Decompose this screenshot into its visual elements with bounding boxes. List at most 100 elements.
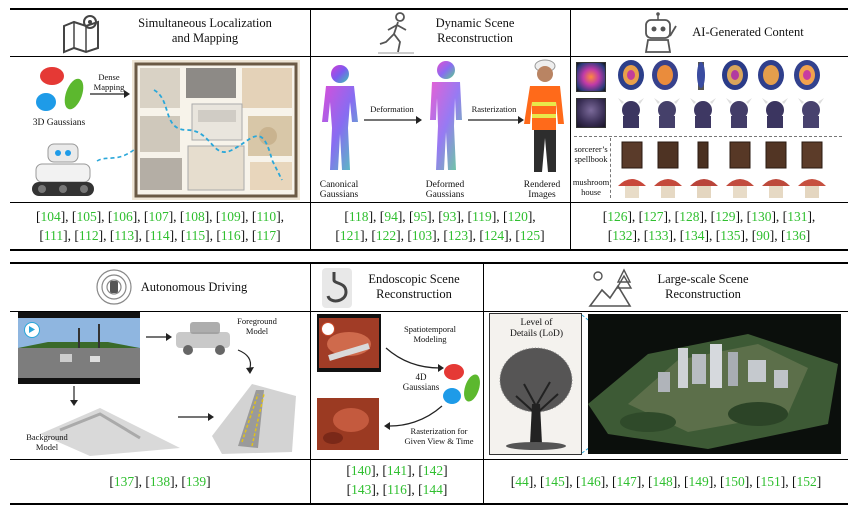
dynamic-title: Dynamic Scene Reconstruction — [435, 16, 515, 45]
ref-link[interactable]: 133 — [648, 228, 669, 243]
ref-link[interactable]: 109 — [220, 209, 241, 224]
slam-refs: [104], [105], [106], [107], [108], [109]… — [12, 207, 308, 245]
ref-link[interactable]: 137 — [113, 474, 135, 489]
city-scene-image — [588, 314, 841, 454]
ref-link[interactable]: 90 — [756, 228, 770, 243]
ref-link[interactable]: 119 — [472, 209, 492, 224]
ref-link[interactable]: 146 — [580, 474, 601, 489]
slam-path-arrow — [96, 148, 136, 162]
walking-person-icon — [378, 12, 414, 54]
ref-link[interactable]: 128 — [679, 209, 700, 224]
background-pointcloud — [40, 408, 180, 456]
slam-dense-label: Dense Mapping — [93, 72, 125, 92]
ref-link[interactable]: 138 — [149, 474, 171, 489]
deformation-arrow — [364, 116, 422, 124]
ref-link[interactable]: 151 — [760, 474, 781, 489]
ref-link[interactable]: 114 — [149, 228, 170, 243]
portal-renders — [618, 60, 820, 90]
deformation-label: Deformation — [370, 104, 414, 114]
ref-link[interactable]: 136 — [785, 228, 806, 243]
ref-link[interactable]: 145 — [544, 474, 565, 489]
slam-refs-line1: [104], [105], [106], [107], [108], [109]… — [35, 209, 285, 224]
ref-link[interactable]: 106 — [112, 209, 133, 224]
ref-link[interactable]: 142 — [422, 463, 444, 478]
deformed-gaussians-figure — [430, 61, 462, 170]
ref-link[interactable]: 131 — [787, 209, 808, 224]
ref-link[interactable]: 141 — [386, 463, 408, 478]
ref-link[interactable]: 152 — [796, 474, 817, 489]
ref-link[interactable]: 116 — [387, 482, 407, 497]
aigc-dashed-vertical — [610, 138, 611, 198]
ref-link[interactable]: 108 — [184, 209, 205, 224]
robot-artist-icon — [644, 12, 677, 53]
ref-link[interactable]: 140 — [350, 463, 372, 478]
merged-scene-pointcloud — [212, 384, 296, 454]
slam-gaussians-label: 3D Gaussians — [32, 118, 86, 128]
ref-link[interactable]: 125 — [519, 228, 541, 243]
ref-link[interactable]: 105 — [76, 209, 97, 224]
bg-to-merged-arrow — [178, 413, 214, 421]
ref-link[interactable]: 44 — [515, 474, 529, 489]
ref-link[interactable]: 110 — [256, 209, 277, 224]
ref-link[interactable]: 127 — [643, 209, 664, 224]
aigc-title: AI-Generated Content — [692, 25, 804, 39]
canonical-gaussians-figure — [322, 65, 358, 170]
ref-link[interactable]: 112 — [78, 228, 99, 243]
divider-driving-endo — [310, 263, 311, 503]
endo-play-icon[interactable] — [321, 322, 335, 336]
lod-tree-image — [499, 347, 573, 450]
spellbook-renders — [621, 141, 823, 169]
ref-link[interactable]: 124 — [483, 228, 505, 243]
largescale-refs: [44], [145], [146], [147], [148], [149],… — [510, 474, 822, 489]
robot-image — [32, 143, 94, 196]
rendered-label: Rendered Images — [523, 180, 561, 200]
ref-link[interactable]: 94 — [384, 209, 398, 224]
rasterization-arrow — [468, 116, 524, 124]
ref-link[interactable]: 123 — [447, 228, 469, 243]
ref-link[interactable]: 148 — [652, 474, 673, 489]
ref-link[interactable]: 150 — [724, 474, 745, 489]
dynamic-refs-line1: [118], [94], [95], [93], [119], [120], — [344, 209, 536, 224]
ref-link[interactable]: 117 — [256, 228, 277, 243]
ref-link[interactable]: 147 — [616, 474, 637, 489]
driving-arrow-down — [70, 386, 78, 406]
ref-link[interactable]: 130 — [751, 209, 772, 224]
foreground-car-pointcloud — [176, 322, 230, 355]
ref-link[interactable]: 120 — [507, 209, 528, 224]
ref-link[interactable]: 143 — [351, 482, 372, 497]
driving-arrow-right — [146, 333, 172, 341]
ref-link[interactable]: 121 — [339, 228, 361, 243]
ref-link[interactable]: 116 — [220, 228, 241, 243]
ref-link[interactable]: 107 — [148, 209, 169, 224]
ref-link[interactable]: 129 — [715, 209, 736, 224]
ref-link[interactable]: 126 — [607, 209, 628, 224]
endo-arrow-back — [384, 405, 443, 430]
ref-link[interactable]: 115 — [185, 228, 206, 243]
dynamic-refs: [118], [94], [95], [93], [119], [120], [… — [312, 207, 568, 245]
ref-link[interactable]: 134 — [684, 228, 705, 243]
endoscopic-refs: [140], [141], [142] [143], [116], [144] — [312, 461, 482, 499]
ref-link[interactable]: 118 — [348, 209, 369, 224]
row2-top-border — [10, 262, 848, 264]
ref-link[interactable]: 103 — [411, 228, 433, 243]
viking-ref-image — [576, 98, 606, 128]
ref-link[interactable]: 111 — [43, 228, 64, 243]
ref-link[interactable]: 95 — [413, 209, 428, 224]
ref-link[interactable]: 104 — [40, 209, 61, 224]
canonical-label: Canonical Gaussians — [319, 180, 359, 200]
ref-link[interactable]: 113 — [114, 228, 135, 243]
ref-link[interactable]: 144 — [422, 482, 443, 497]
rasterization-view-label: Rasterization for Given View & Time — [404, 426, 474, 446]
lod-label: Level of Details (LoD) — [509, 318, 564, 339]
ref-link[interactable]: 122 — [375, 228, 397, 243]
row1-header-divider — [10, 56, 848, 57]
dynamic-refs-line2: [121], [122], [103], [123], [124], [125] — [335, 228, 545, 243]
mushroom-label: mushroom house — [572, 177, 610, 197]
ref-link[interactable]: 93 — [442, 209, 457, 224]
ref-link[interactable]: 149 — [688, 474, 709, 489]
largescale-title: Large-scale Scene Reconstruction — [657, 272, 749, 301]
endo-video-frame — [317, 314, 381, 372]
ref-link[interactable]: 135 — [720, 228, 741, 243]
ref-link[interactable]: 132 — [612, 228, 633, 243]
ref-link[interactable]: 139 — [185, 474, 207, 489]
